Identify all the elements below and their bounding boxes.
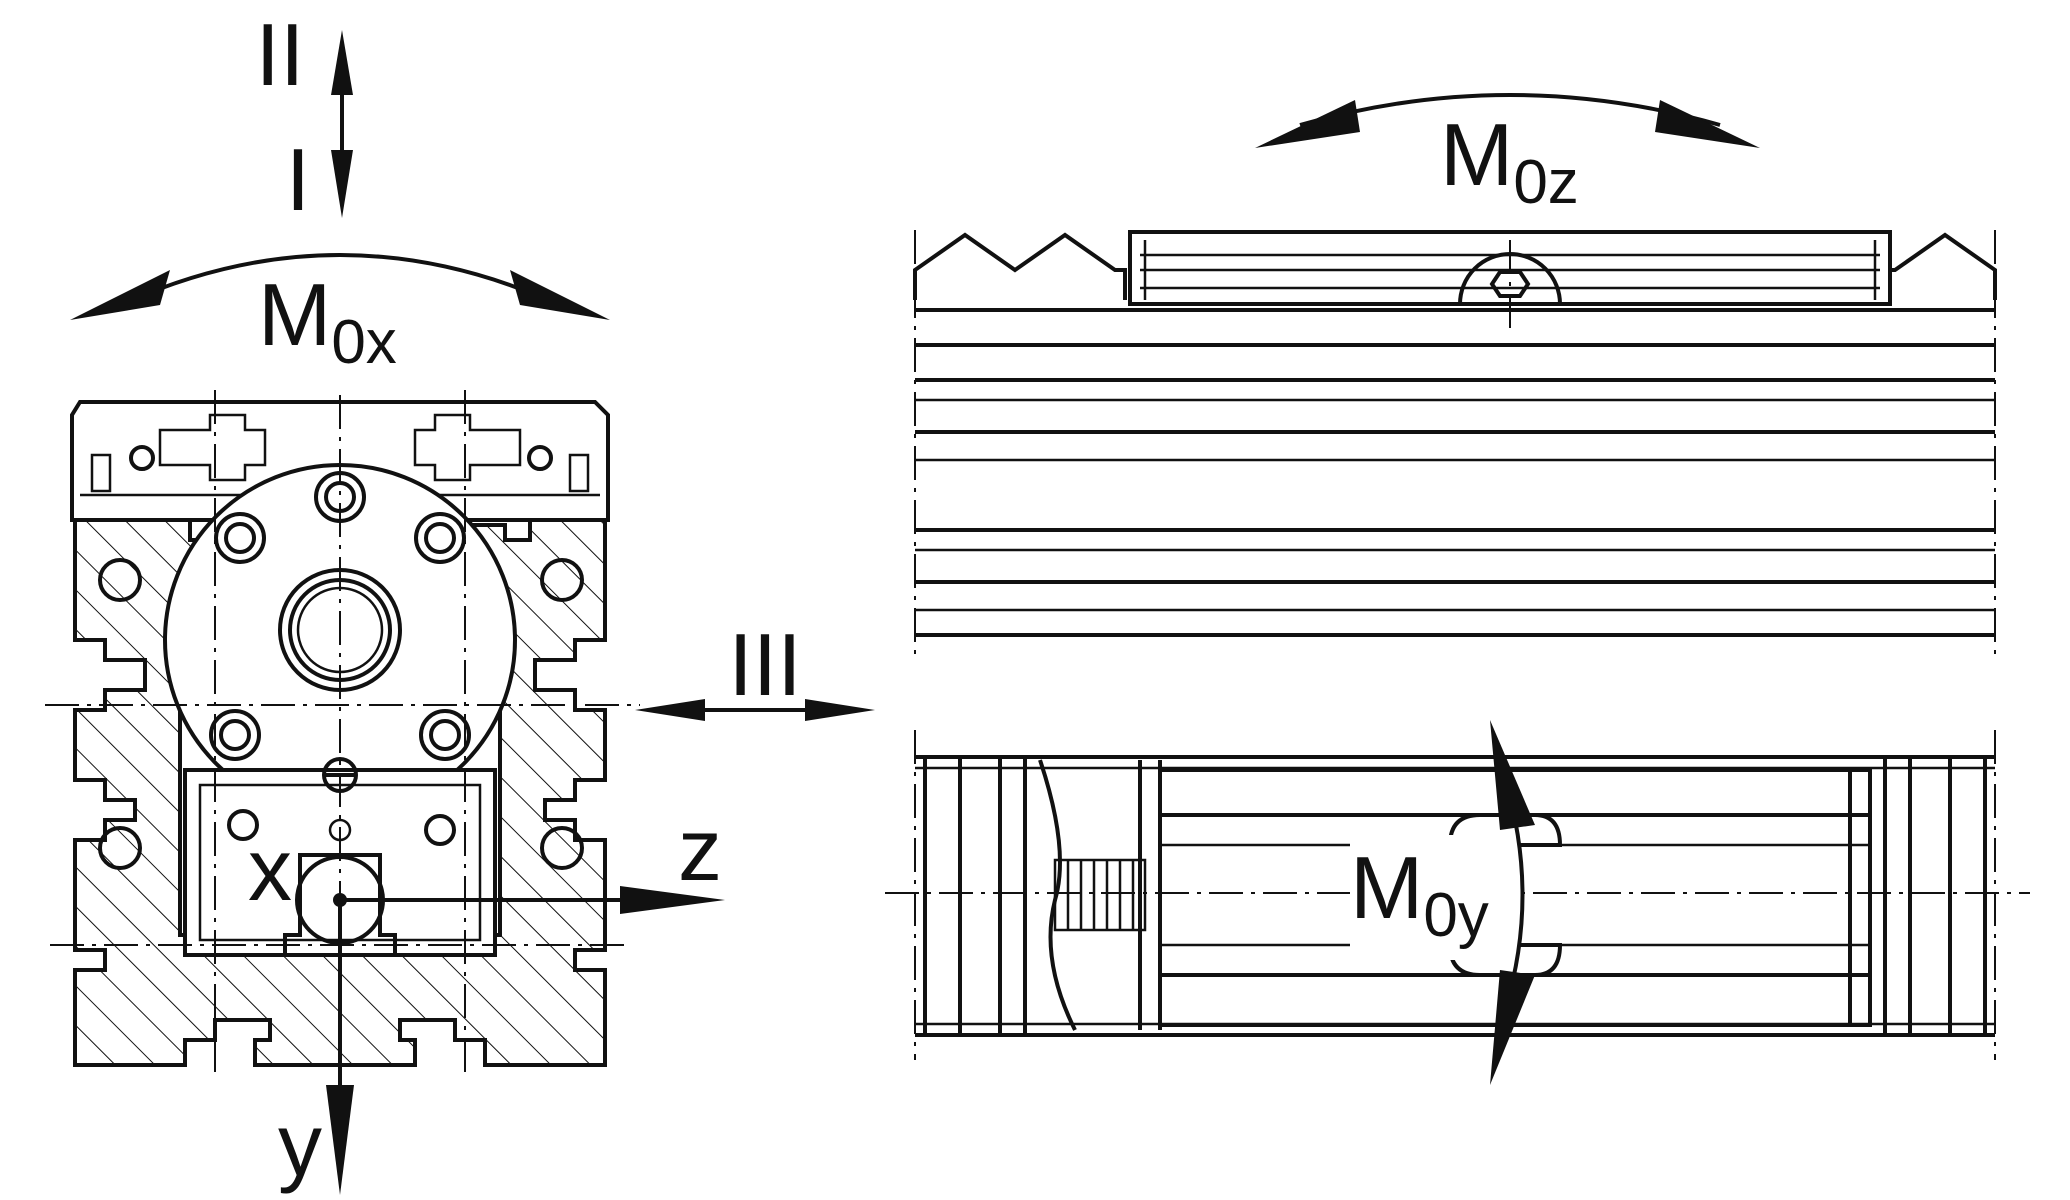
label-axis-x: x: [248, 820, 292, 919]
belt-teeth: [1053, 858, 1147, 932]
moment-arrow-z: [1255, 93, 1760, 148]
top-view: [885, 730, 2030, 1060]
screw-holes: [98, 471, 584, 870]
carriage-top: [1158, 768, 1872, 1027]
label-axis-z: z: [678, 800, 722, 899]
axis-arrow-z: [340, 886, 725, 914]
label-moment-z: M0z: [1440, 105, 1579, 217]
moment-arrow-y: [1490, 720, 1535, 1085]
label-axis-y: y: [278, 1095, 322, 1194]
direction-arrow-vertical: [331, 30, 353, 218]
label-direction-side: III: [728, 615, 801, 714]
label-direction-upper: II: [256, 5, 305, 104]
direction-arrow-horizontal: [635, 699, 875, 721]
label-moment-x: M0x: [258, 265, 397, 377]
moment-arrow-x: [70, 253, 610, 320]
cross-section-view: [45, 390, 640, 1100]
label-moment-y: M0y: [1350, 838, 1489, 950]
label-direction-lower: I: [286, 130, 310, 229]
side-view: [913, 230, 1997, 655]
axis-arrow-y: [326, 900, 354, 1195]
